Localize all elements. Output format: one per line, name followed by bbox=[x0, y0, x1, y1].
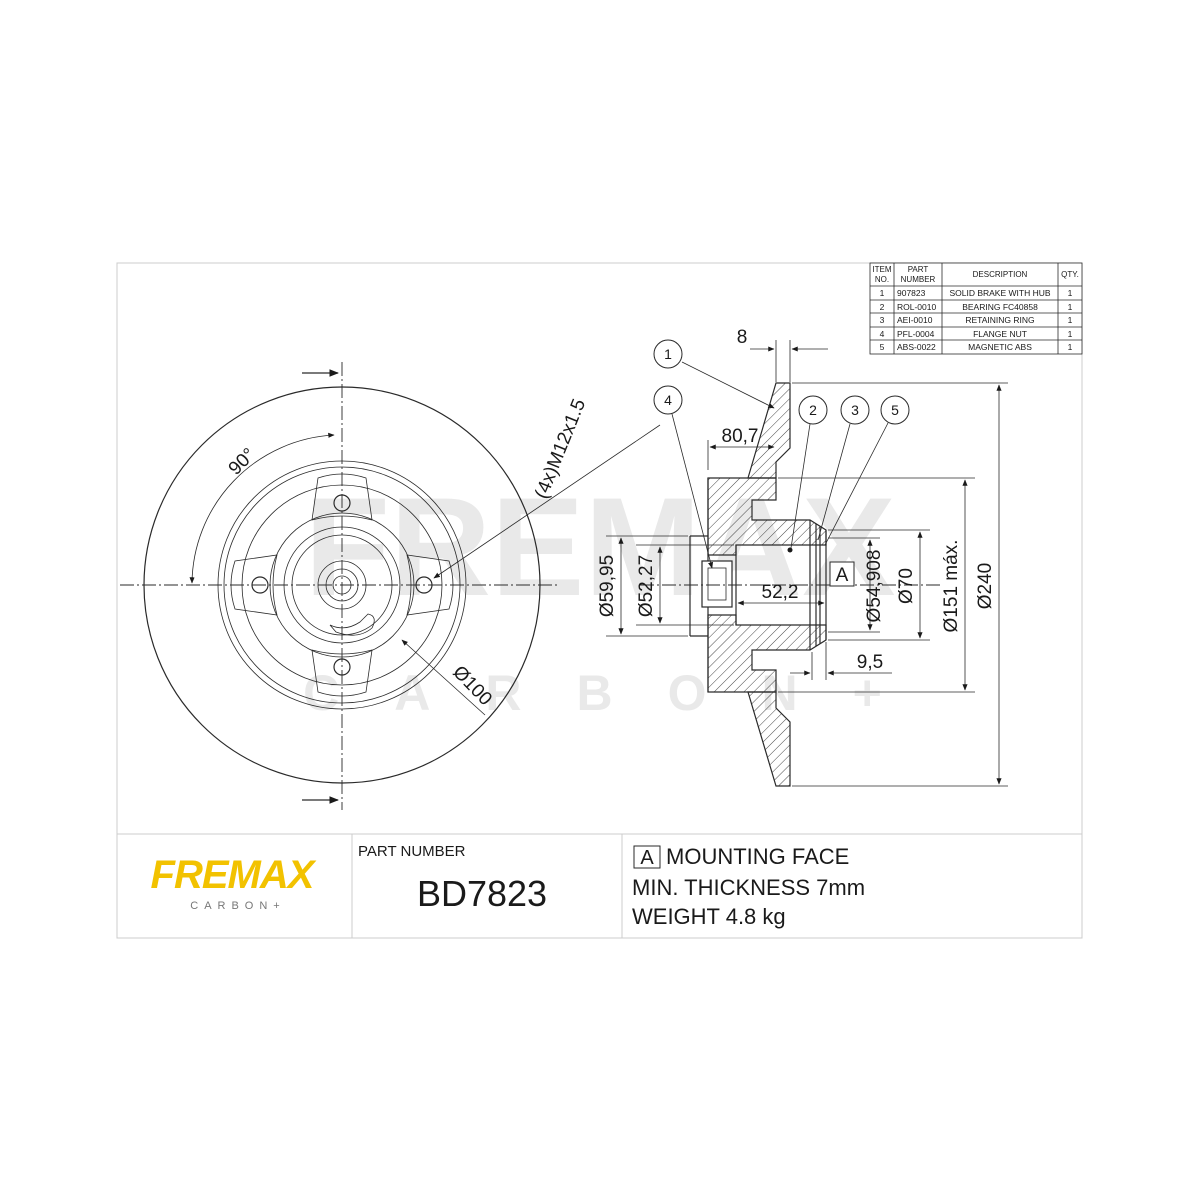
dim-bore-d1: Ø59,95 bbox=[597, 555, 618, 617]
svg-text:MAGNETIC ABS: MAGNETIC ABS bbox=[968, 342, 1032, 352]
svg-text:1: 1 bbox=[1068, 342, 1073, 352]
min-thickness-text: MIN. THICKNESS 7mm bbox=[632, 875, 865, 900]
dim-max-d: Ø151 máx. bbox=[941, 540, 962, 633]
balloon-4: 4 bbox=[653, 385, 714, 569]
dim-bore-d2: Ø52,27 bbox=[636, 555, 657, 617]
svg-text:1: 1 bbox=[1068, 329, 1073, 339]
dim-bore-d3: Ø54,908 bbox=[864, 550, 885, 623]
svg-text:NUMBER: NUMBER bbox=[901, 275, 936, 284]
svg-text:AEI-0010: AEI-0010 bbox=[897, 315, 933, 325]
parts-table: ITEM NO. PART NUMBER DESCRIPTION QTY. 1 … bbox=[869, 262, 1083, 355]
svg-text:QTY.: QTY. bbox=[1061, 270, 1079, 279]
svg-text:DESCRIPTION: DESCRIPTION bbox=[973, 270, 1028, 279]
dim-thickness: 8 bbox=[737, 327, 748, 348]
table-row: 3 bbox=[880, 315, 885, 325]
hub-body-lower bbox=[707, 614, 827, 693]
svg-text:3: 3 bbox=[851, 402, 859, 418]
svg-text:A: A bbox=[640, 847, 654, 869]
svg-text:1: 1 bbox=[1068, 315, 1073, 325]
flange-nut bbox=[701, 560, 733, 608]
svg-text:1: 1 bbox=[1068, 288, 1073, 298]
balloon-5: 5 bbox=[824, 395, 910, 546]
table-row: 2 bbox=[880, 302, 885, 312]
svg-text:2: 2 bbox=[809, 402, 817, 418]
dim-hub-length: 80,7 bbox=[722, 426, 759, 447]
svg-text:5: 5 bbox=[891, 402, 899, 418]
hub-body-upper bbox=[707, 477, 827, 556]
table-row: 5 bbox=[880, 342, 885, 352]
logo-sub: CARBON+ bbox=[190, 900, 286, 912]
dim-depth: 52,2 bbox=[762, 582, 799, 603]
part-number-label: PART NUMBER bbox=[358, 843, 466, 860]
balloon-3: 3 bbox=[817, 395, 870, 541]
svg-text:ROL-0010: ROL-0010 bbox=[897, 302, 936, 312]
part-number: BD7823 bbox=[417, 873, 547, 914]
brand-logo: FREMAX CARBON+ bbox=[151, 853, 318, 912]
balloon-1: 1 bbox=[653, 339, 775, 409]
bearing-dot bbox=[787, 547, 793, 553]
svg-text:PART: PART bbox=[908, 265, 929, 274]
dim-outer-d: Ø240 bbox=[975, 563, 996, 609]
svg-text:PFL-0004: PFL-0004 bbox=[897, 329, 935, 339]
balloon-2: 2 bbox=[790, 395, 828, 549]
drawing-frame bbox=[116, 262, 1083, 939]
mounting-face-text: MOUNTING FACE bbox=[666, 844, 849, 869]
watermark-sub: CARBON+ bbox=[303, 665, 937, 721]
svg-text:ABS-0022: ABS-0022 bbox=[897, 342, 936, 352]
dim-hub-d: Ø70 bbox=[896, 568, 917, 604]
svg-text:1: 1 bbox=[664, 346, 672, 362]
svg-text:4: 4 bbox=[664, 392, 672, 408]
svg-text:FLANGE NUT: FLANGE NUT bbox=[973, 329, 1027, 339]
svg-text:A: A bbox=[836, 565, 849, 586]
svg-text:RETAINING RING: RETAINING RING bbox=[965, 315, 1034, 325]
table-row: 4 bbox=[880, 329, 885, 339]
datum-box bbox=[633, 845, 661, 869]
table-row: 1 bbox=[880, 288, 885, 298]
section-view: 1 4 2 3 5 8 80,7 bbox=[597, 327, 1008, 787]
svg-text:BEARING FC40858: BEARING FC40858 bbox=[962, 302, 1038, 312]
svg-text:ITEM: ITEM bbox=[872, 265, 891, 274]
logo-wordmark: FREMAX bbox=[151, 853, 317, 897]
datum-a-marker: A bbox=[829, 561, 855, 587]
svg-text:NO.: NO. bbox=[875, 275, 889, 284]
svg-text:907823: 907823 bbox=[897, 288, 926, 298]
weight-text: WEIGHT 4.8 kg bbox=[632, 904, 786, 929]
angle-label: 90° bbox=[225, 444, 260, 479]
dim-offset: 9,5 bbox=[857, 652, 883, 673]
svg-text:1: 1 bbox=[1068, 302, 1073, 312]
svg-text:SOLID BRAKE WITH HUB: SOLID BRAKE WITH HUB bbox=[949, 288, 1050, 298]
